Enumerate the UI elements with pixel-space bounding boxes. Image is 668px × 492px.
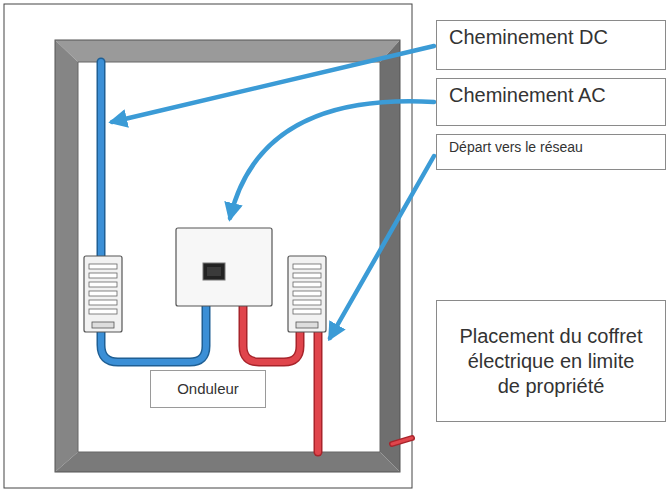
callout-box: Départ vers le réseau xyxy=(436,134,666,170)
picture-frame xyxy=(4,4,412,488)
callout-box: Cheminement DC xyxy=(436,20,666,70)
inverter-unit xyxy=(176,228,272,306)
callout-text: Placement du coffret électrique en limit… xyxy=(459,324,643,399)
callout-box: Placement du coffret électrique en limit… xyxy=(436,300,666,422)
callout-text: Cheminement AC xyxy=(449,83,606,108)
callout-box: Cheminement AC xyxy=(436,78,666,126)
ac-cable xyxy=(243,306,412,452)
callout-text: Onduleur xyxy=(177,380,239,399)
leader-arrows xyxy=(112,46,434,338)
callout-text: Départ vers le réseau xyxy=(449,139,583,157)
dc-breaker-box xyxy=(84,256,122,332)
callout-text: Cheminement DC xyxy=(449,25,608,50)
label-box: Onduleur xyxy=(150,370,266,408)
ac-breaker-box xyxy=(288,256,326,332)
